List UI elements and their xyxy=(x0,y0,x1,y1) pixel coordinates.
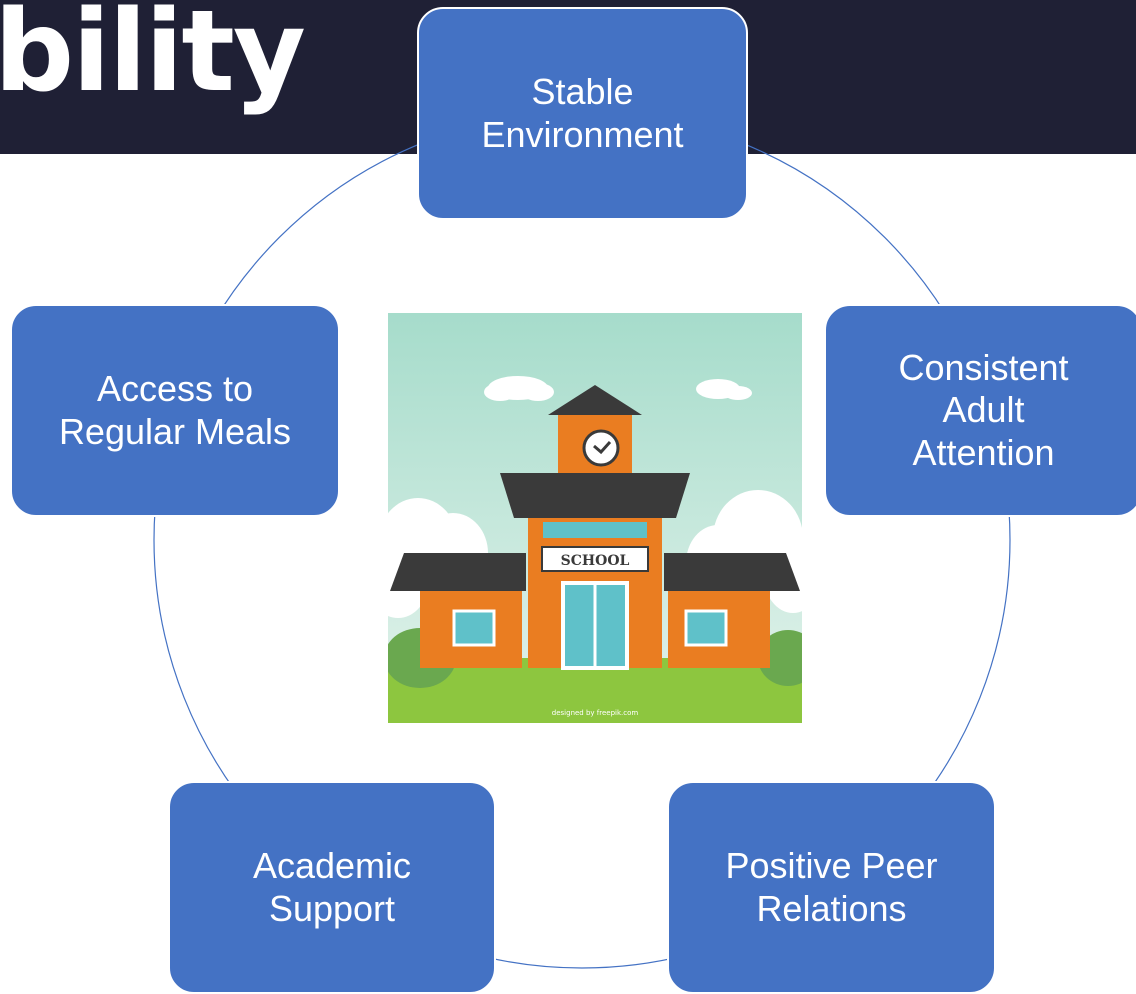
school-image: SCHOOL designed by freepik.com xyxy=(388,313,802,723)
academic-support-node: Academic Support xyxy=(168,781,496,994)
access-to-regular-meals-node: Access to Regular Meals xyxy=(10,304,340,517)
image-credit: designed by freepik.com xyxy=(552,709,639,717)
stable-environment-node: Stable Environment xyxy=(417,7,748,220)
positive-peer-relations-node: Positive Peer Relations xyxy=(667,781,996,994)
svg-text:SCHOOL: SCHOOL xyxy=(561,553,630,569)
slide-title: bility xyxy=(0,0,306,117)
building: SCHOOL xyxy=(390,385,800,670)
consistent-adult-attention-node: Consistent Adult Attention xyxy=(824,304,1136,517)
